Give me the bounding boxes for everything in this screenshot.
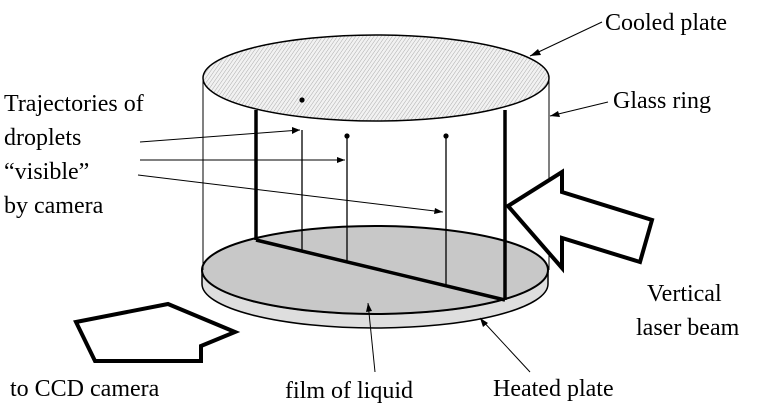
cooled-plate-label: Cooled plate xyxy=(605,10,727,36)
trajectories-leader-1 xyxy=(139,129,301,143)
glass-ring-leader xyxy=(549,101,609,117)
cooled-plate-leader xyxy=(529,21,603,57)
trajectories-arrowhead-3 xyxy=(434,208,443,214)
ccd-camera-label: to CCD camera xyxy=(10,376,160,402)
cooled-plate xyxy=(202,34,550,122)
laser-beam-arrow xyxy=(504,168,655,274)
laser-beam-label-line1: Vertical xyxy=(647,281,722,307)
droplet-2 xyxy=(344,133,350,139)
laser-sheet xyxy=(254,110,507,302)
leader-lines xyxy=(137,21,609,373)
trajectories-label-line1: Trajectories of xyxy=(4,91,144,117)
droplet-trajectories xyxy=(299,97,449,286)
trajectories-arrowhead-2 xyxy=(337,157,345,163)
glass-ring-arrowhead xyxy=(550,111,560,117)
laser-beam-label-line2: laser beam xyxy=(636,315,740,341)
heated-plate-label: Heated plate xyxy=(493,376,614,402)
droplet-3 xyxy=(443,133,449,139)
heated-plate xyxy=(201,225,549,329)
heated-plate-leader xyxy=(479,317,531,373)
film-of-liquid-label: film of liquid xyxy=(285,378,413,404)
film-leader xyxy=(367,302,376,373)
droplet-1 xyxy=(299,97,305,103)
camera-arrow xyxy=(73,301,241,363)
cooled-plate-arrowhead xyxy=(530,49,541,56)
leader-arrowheads xyxy=(292,49,560,327)
trajectories-label-line3: “visible” xyxy=(4,159,89,185)
trajectories-label-line4: by camera xyxy=(4,193,104,219)
trajectories-label-line2: droplets xyxy=(4,125,81,151)
glass-ring-label: Glass ring xyxy=(613,88,711,114)
trajectories-leader-3 xyxy=(137,174,444,213)
heated-plate-arrowhead xyxy=(480,318,488,327)
trajectories-arrowhead-1 xyxy=(292,127,300,134)
film-arrowhead xyxy=(366,303,372,312)
